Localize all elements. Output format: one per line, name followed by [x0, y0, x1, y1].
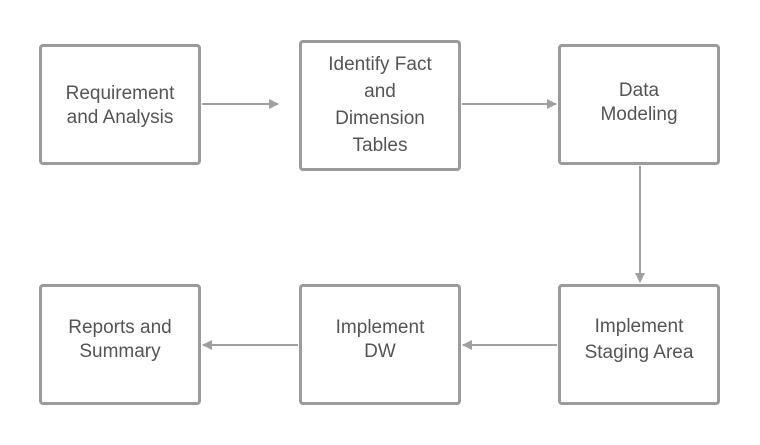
node-label: Data Modeling	[600, 80, 678, 125]
node-label: Requirement and Analysis	[65, 82, 175, 128]
node-implement-dw: Implement DW	[299, 284, 461, 405]
node-label: Implement Staging Area	[584, 315, 694, 363]
node-reports-and-summary: Reports and Summary	[39, 284, 201, 405]
node-label: Implement DW	[335, 316, 425, 362]
node-label: Identify Fact and Dimension Tables	[328, 53, 432, 156]
node-identify-fact-and-dimension-tables: Identify Fact and Dimension Tables	[299, 40, 461, 171]
node-data-modeling: Data Modeling	[558, 44, 720, 165]
node-implement-staging-area: Implement Staging Area	[558, 284, 720, 405]
node-label: Reports and Summary	[68, 316, 172, 362]
node-requirement-and-analysis: Requirement and Analysis	[39, 44, 201, 165]
